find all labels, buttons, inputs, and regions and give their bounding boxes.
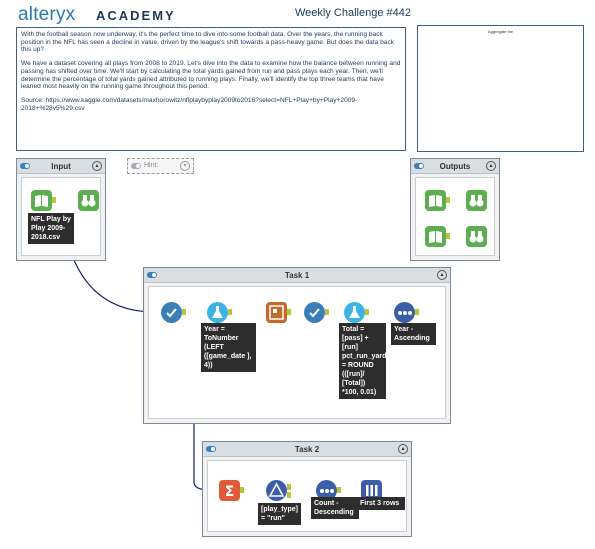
outputs-container-title: Outputs bbox=[439, 162, 471, 171]
sort-icon bbox=[320, 489, 334, 493]
formula-tool[interactable] bbox=[344, 302, 365, 323]
select-tool[interactable] bbox=[304, 302, 325, 323]
book-icon bbox=[429, 231, 442, 243]
chevron-up-icon[interactable]: ▴ bbox=[486, 161, 496, 171]
formula-tool[interactable] bbox=[207, 302, 228, 323]
input-data-tool[interactable] bbox=[425, 226, 446, 247]
book-icon bbox=[35, 195, 48, 207]
hint-title: Hint: bbox=[144, 162, 159, 169]
container-toggle[interactable] bbox=[414, 163, 424, 169]
binoculars-icon bbox=[469, 195, 484, 207]
summarize-tool[interactable]: Σ bbox=[219, 480, 240, 501]
output-anchor[interactable] bbox=[287, 484, 291, 490]
output-anchor[interactable] bbox=[446, 197, 450, 203]
flask-icon bbox=[212, 306, 223, 318]
output-anchor[interactable] bbox=[287, 309, 291, 315]
output-anchor[interactable] bbox=[415, 309, 419, 315]
sample-icon bbox=[366, 485, 378, 496]
output-anchor[interactable] bbox=[182, 309, 186, 315]
sort1-label: Year - Ascending bbox=[391, 323, 436, 345]
task2-container-title: Task 2 bbox=[294, 445, 320, 454]
image-box: Aggregate the bbox=[417, 25, 584, 152]
task1-container-header[interactable]: Task 1 bbox=[144, 268, 450, 283]
formula2-label: Total = [pass] + [run] pct_run_yards = R… bbox=[339, 323, 390, 399]
checkmark-icon bbox=[166, 308, 177, 318]
sort-tool[interactable] bbox=[316, 480, 337, 501]
filter-triangle-icon bbox=[268, 482, 285, 497]
description-paragraph-1: With the football season now underway, i… bbox=[21, 31, 395, 54]
output-anchor[interactable] bbox=[52, 197, 56, 203]
chevron-down-icon[interactable]: ▾ bbox=[180, 161, 190, 171]
hint-container[interactable]: Hint: ▾ bbox=[127, 158, 194, 174]
input-data-tool[interactable] bbox=[31, 190, 52, 211]
chevron-up-icon[interactable]: ▴ bbox=[398, 444, 408, 454]
binoculars-icon bbox=[81, 195, 96, 207]
output-anchor[interactable] bbox=[228, 309, 232, 315]
image-caption: Aggregate the bbox=[487, 29, 514, 34]
flask-icon bbox=[349, 306, 360, 318]
browse-tool[interactable] bbox=[466, 226, 487, 247]
task1-container[interactable]: Task 1 ▴ bbox=[143, 267, 451, 424]
checkmark-icon bbox=[309, 308, 320, 318]
output-anchor[interactable] bbox=[446, 233, 450, 239]
description-paragraph-2: We have a dataset covering all plays fro… bbox=[21, 60, 401, 91]
output-anchor[interactable] bbox=[287, 492, 291, 498]
description-source: Source: https://www.kaggle.com/datasets/… bbox=[21, 96, 358, 112]
chevron-up-icon[interactable]: ▴ bbox=[92, 161, 102, 171]
browse-tool[interactable] bbox=[466, 190, 487, 211]
sort2-label: Count - Descending bbox=[311, 497, 359, 519]
book-icon bbox=[429, 195, 442, 207]
filter-label: [play_type] = "run" bbox=[258, 503, 301, 525]
description-box: With the football season now underway, i… bbox=[16, 27, 406, 151]
hint-toggle[interactable] bbox=[131, 163, 141, 169]
input-container-header[interactable]: Input bbox=[17, 159, 105, 174]
container-toggle[interactable] bbox=[206, 446, 216, 452]
output-anchor[interactable] bbox=[325, 309, 329, 315]
sample-label: First 3 rows bbox=[357, 497, 405, 510]
input-data-tool[interactable] bbox=[425, 190, 446, 211]
select-tool[interactable] bbox=[161, 302, 182, 323]
challenge-title: Weekly Challenge #442 bbox=[295, 7, 411, 19]
sort-icon bbox=[398, 311, 412, 315]
output-anchor[interactable] bbox=[337, 487, 341, 493]
container-toggle[interactable] bbox=[20, 163, 30, 169]
filter-tool[interactable] bbox=[266, 480, 287, 501]
outputs-container-header[interactable]: Outputs bbox=[411, 159, 499, 174]
output-anchor[interactable] bbox=[240, 487, 244, 493]
crosstab-icon bbox=[269, 305, 284, 320]
chevron-up-icon[interactable]: ▴ bbox=[437, 270, 447, 280]
browse-tool[interactable] bbox=[78, 190, 99, 211]
sigma-icon: Σ bbox=[225, 484, 235, 500]
input-file-label: NFL Play by Play 2009-2018.csv bbox=[28, 213, 74, 244]
container-toggle[interactable] bbox=[147, 272, 157, 278]
academy-logo: ACADEMY bbox=[96, 8, 176, 23]
sample-tool[interactable] bbox=[361, 480, 382, 501]
input-container-title: Input bbox=[51, 162, 71, 171]
crosstab-tool[interactable] bbox=[266, 302, 287, 323]
alteryx-logo: alteryx bbox=[18, 4, 76, 25]
task1-container-title: Task 1 bbox=[284, 271, 310, 280]
task2-container-header[interactable]: Task 2 bbox=[203, 442, 411, 457]
svg-text:Σ: Σ bbox=[225, 484, 235, 500]
binoculars-icon bbox=[469, 231, 484, 243]
output-anchor[interactable] bbox=[365, 309, 369, 315]
sort-tool[interactable] bbox=[394, 302, 415, 323]
formula1-label: Year = ToNumber (LEFT ([game_date ], 4)) bbox=[201, 323, 256, 372]
